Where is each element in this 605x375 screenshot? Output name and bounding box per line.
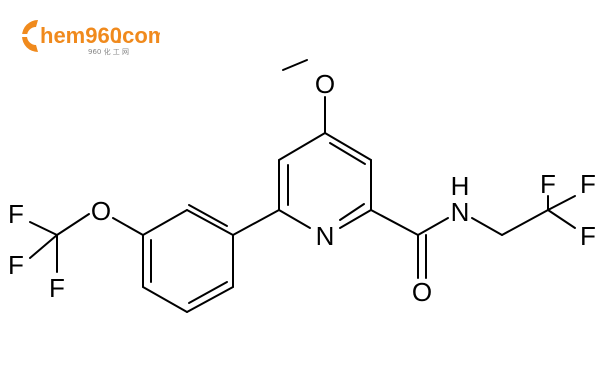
logo-domain: .com bbox=[116, 23, 160, 48]
logo-text: hem960 bbox=[40, 23, 122, 48]
atom-labels: O N O H N F F F O F F F bbox=[8, 69, 596, 307]
atom-f-ocf3-1: F bbox=[8, 199, 24, 229]
atom-f-cf3-3: F bbox=[580, 221, 596, 251]
bonds bbox=[29, 59, 576, 313]
chem960-logo: hem960 .com 960 化 工 网 bbox=[16, 20, 160, 56]
atom-h-amide: H bbox=[451, 171, 470, 201]
atom-f-cf3-1: F bbox=[540, 169, 556, 199]
atom-f-ocf3-3: F bbox=[49, 273, 65, 303]
atom-o-carbonyl: O bbox=[412, 277, 432, 307]
atom-f-cf3-2: F bbox=[580, 169, 596, 199]
atom-f-ocf3-2: F bbox=[8, 250, 24, 280]
atom-n-ring: N bbox=[316, 221, 335, 251]
c-badge-icon bbox=[16, 20, 38, 52]
atom-n-amide: N bbox=[451, 197, 470, 227]
atom-o-ether: O bbox=[91, 196, 111, 226]
logo-subtitle: 960 化 工 网 bbox=[88, 47, 129, 56]
atom-o-methoxy: O bbox=[315, 69, 335, 99]
